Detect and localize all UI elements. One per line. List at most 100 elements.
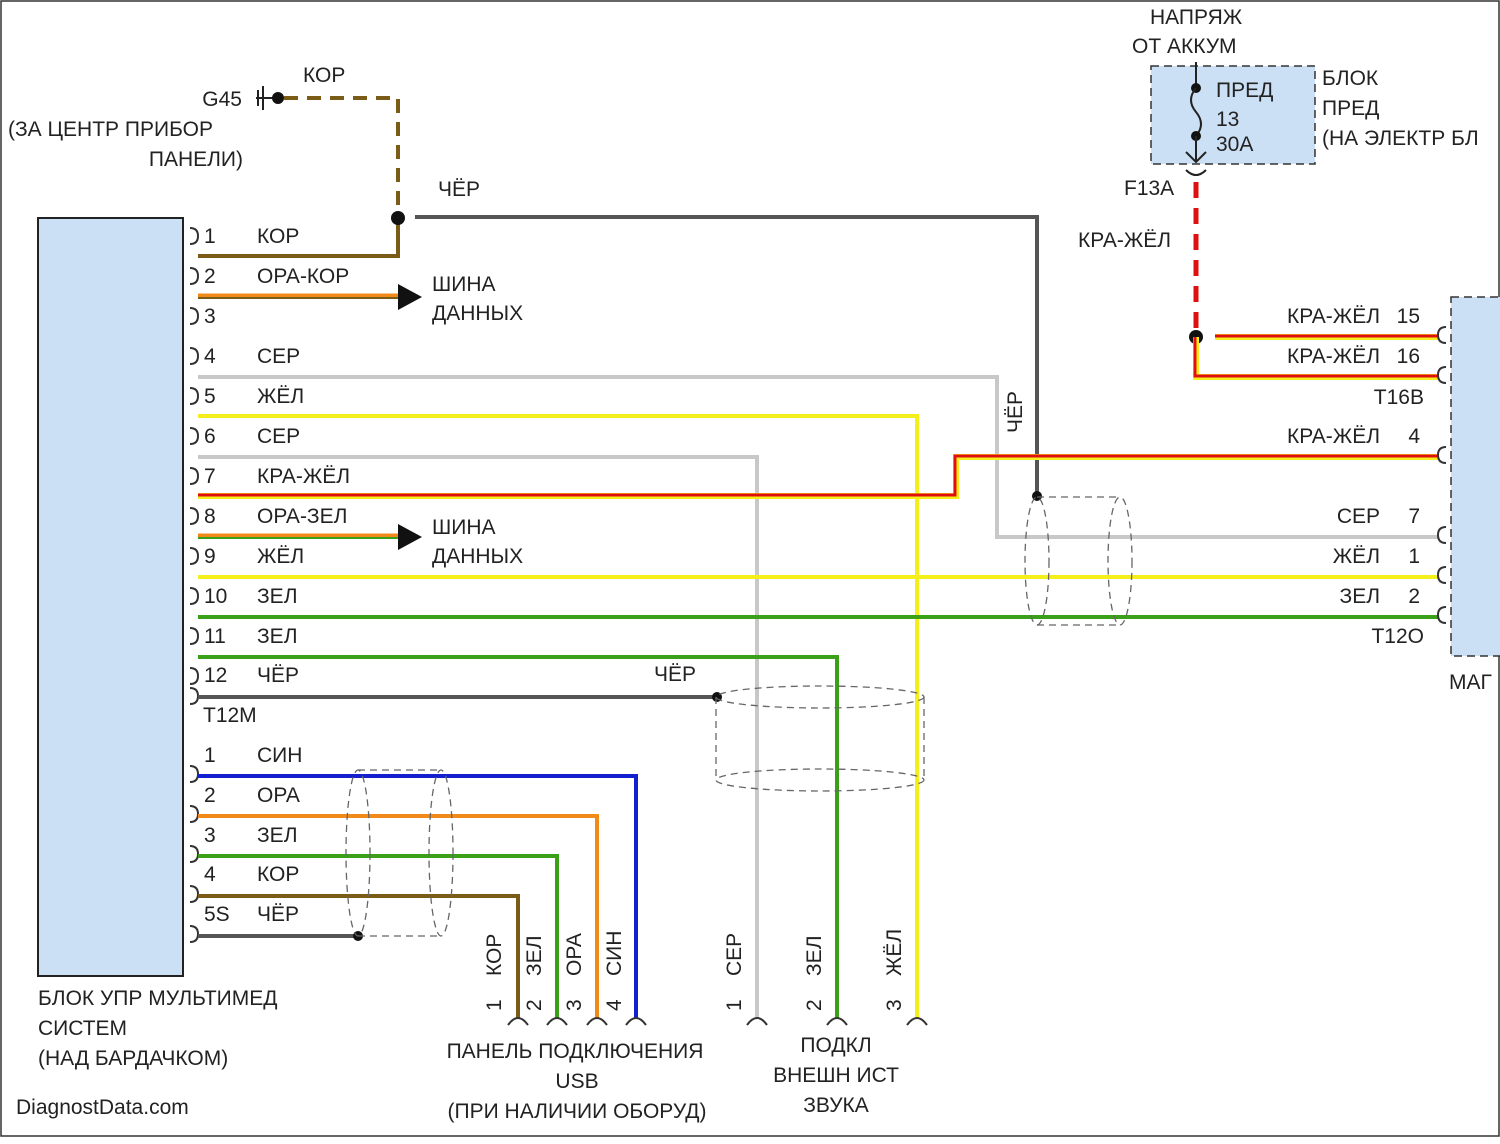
- ground-id: G45: [202, 88, 242, 111]
- usb-panel-name-2: USB: [555, 1070, 598, 1093]
- data-bus-label-2a: ШИНА: [432, 516, 496, 539]
- pin-a7-num: 7: [204, 465, 216, 488]
- usb-panel-name-3: (ПРИ НАЛИЧИИ ОБОРУД): [448, 1100, 707, 1123]
- pin-b1-num: 1: [204, 744, 216, 767]
- pin-r4-num: 4: [1408, 425, 1420, 448]
- connector-t16b-label: T16B: [1374, 386, 1424, 409]
- pin-a2-num: 2: [204, 265, 216, 288]
- left-module-name-3: (НАД БАРДАЧКОМ): [38, 1047, 228, 1070]
- aux-name-3: ЗВУКА: [803, 1094, 869, 1117]
- pin-a12-wire: ЧЁР: [257, 664, 299, 687]
- fuse-block-title-3: (НА ЭЛЕКТР БЛ: [1322, 127, 1479, 150]
- aux-pin3-num: 3: [883, 999, 906, 1011]
- pin-a3-num: 3: [204, 305, 216, 328]
- left-module-name-2: СИСТЕМ: [38, 1017, 127, 1040]
- pin-a4-wire: СЕР: [257, 345, 300, 368]
- watermark: DiagnostData.com: [16, 1096, 189, 1119]
- pin-b1-wire: СИН: [257, 744, 302, 767]
- pin-a6-wire: СЕР: [257, 425, 300, 448]
- aux-pin1-wire: СЕР: [723, 933, 746, 976]
- fuse-title-2: ОТ АККУМ: [1132, 35, 1237, 58]
- usb-panel-name-1: ПАНЕЛЬ ПОДКЛЮЧЕНИЯ: [447, 1040, 704, 1063]
- pin-a7-wire: КРА-ЖЁЛ: [257, 465, 350, 488]
- pin-a8-num: 8: [204, 505, 216, 528]
- fuse-block-title-2: ПРЕД: [1322, 97, 1379, 120]
- radio-module-name: МАГ: [1449, 671, 1492, 694]
- shield-aux: [716, 686, 924, 791]
- aux-pin1-num: 1: [723, 999, 746, 1011]
- connector-t12o-label: T12O: [1371, 625, 1424, 648]
- ground-node: [272, 92, 284, 104]
- pin-a1-num: 1: [204, 225, 216, 248]
- connector-t12m-label: T12M: [203, 704, 257, 727]
- pin-b2-num: 2: [204, 784, 216, 807]
- pin-r7-num: 7: [1408, 505, 1420, 528]
- pin-b5-num: 5S: [204, 903, 230, 926]
- usb-pin3-wire: ОРА: [563, 933, 586, 976]
- pin-r16-wire: КРА-ЖЁЛ: [1287, 345, 1380, 368]
- cher-12-label: ЧЁР: [654, 663, 696, 686]
- right-connector-ticks: [1438, 327, 1446, 623]
- ground-wire-label: КОР: [303, 64, 345, 87]
- ground-splice-node: [391, 211, 405, 225]
- usb-pin4-num: 4: [603, 999, 626, 1011]
- aux-pin3-wire: ЖЁЛ: [883, 929, 906, 976]
- pin-r15-wire: КРА-ЖЁЛ: [1287, 305, 1380, 328]
- fuse-label-1: ПРЕД: [1216, 79, 1273, 102]
- pin-b3-num: 3: [204, 824, 216, 847]
- pin-b5-wire: ЧЁР: [257, 903, 299, 926]
- pin-a10-num: 10: [204, 585, 227, 608]
- cher-vertical-label: ЧЁР: [1004, 391, 1027, 433]
- pin-r16-num: 16: [1397, 345, 1420, 368]
- pin-r1-num: 1: [1408, 545, 1420, 568]
- pin-b2-wire: ОРА: [257, 784, 300, 807]
- usb-terminal-ticks: [508, 1018, 646, 1025]
- fuse-label-2: 13: [1216, 108, 1239, 131]
- wire-pin7-stripe: [198, 457, 1438, 496]
- pin-a1-wire: КОР: [257, 225, 299, 248]
- pin-a10-wire: ЗЕЛ: [257, 585, 297, 608]
- pin-a11-num: 11: [204, 625, 226, 648]
- data-bus-label-1a: ШИНА: [432, 273, 496, 296]
- ground-wire-dashed: [284, 98, 398, 218]
- ground-location-1: (ЗА ЦЕНТР ПРИБОР: [8, 118, 213, 141]
- radio-module: [1451, 297, 1500, 656]
- pin-a11-wire: ЗЕЛ: [257, 625, 297, 648]
- shield-usb: [346, 770, 453, 936]
- fuse-block-title-1: БЛОК: [1322, 67, 1379, 90]
- usb-pin2-wire: ЗЕЛ: [523, 936, 546, 976]
- left-module-name-1: БЛОК УПР МУЛЬТИМЕД: [38, 987, 277, 1010]
- pin-a8-wire: ОРА-ЗЕЛ: [257, 505, 347, 528]
- data-bus-arrow-2: [398, 524, 422, 550]
- pin-b4-wire: КОР: [257, 863, 299, 886]
- pin-a2-wire: ОРА-КОР: [257, 265, 349, 288]
- fuse-title-1: НАПРЯЖ: [1150, 6, 1243, 29]
- pin-a6-num: 6: [204, 425, 216, 448]
- usb-pin2-num: 2: [523, 999, 546, 1011]
- usb-pin1-num: 1: [483, 999, 506, 1011]
- aux-pin2-wire: ЗЕЛ: [803, 936, 826, 976]
- fuse-terminal-tick: [1186, 170, 1206, 175]
- aux-terminal-ticks: [747, 1018, 927, 1025]
- pin-b3-wire: ЗЕЛ: [257, 824, 297, 847]
- wire-pin6-ser: [198, 457, 757, 1018]
- pin-r2-num: 2: [1408, 585, 1420, 608]
- fuse-label-3: 30A: [1216, 133, 1253, 156]
- aux-pin2-num: 2: [803, 999, 826, 1011]
- pin-r7-wire: СЕР: [1337, 505, 1380, 528]
- usb-pin3-num: 3: [563, 999, 586, 1011]
- pin-a4-num: 4: [204, 345, 216, 368]
- usb-pin4-wire: СИН: [603, 931, 626, 976]
- pin-a5-wire: ЖЁЛ: [257, 385, 304, 408]
- pin-a12-num: 12: [204, 664, 227, 687]
- connector-b-ticks: [190, 766, 198, 942]
- fuse-terminal: F13A: [1124, 177, 1174, 200]
- data-bus-label-2b: ДАННЫХ: [432, 545, 523, 568]
- pin-r1-wire: ЖЁЛ: [1333, 545, 1380, 568]
- wire-pin7-kra-yel: [198, 456, 1438, 495]
- shield-radio: [1025, 497, 1132, 625]
- pin-a5-num: 5: [204, 385, 216, 408]
